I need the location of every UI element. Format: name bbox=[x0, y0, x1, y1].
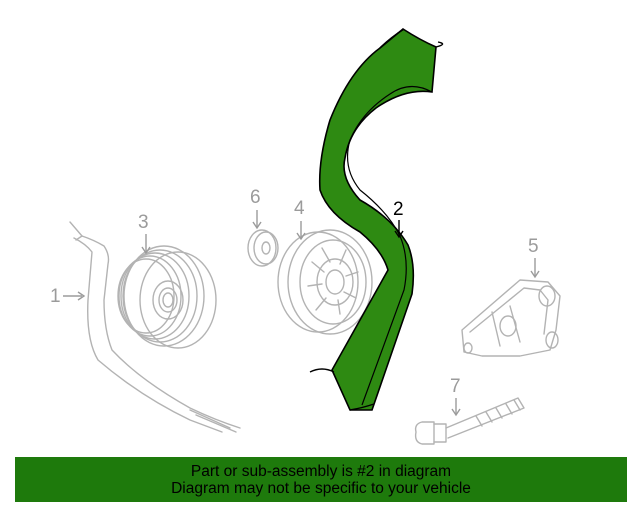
leader-5-arrow bbox=[530, 270, 540, 279]
callout-7: 7 bbox=[450, 376, 461, 397]
callout-1: 1 bbox=[50, 286, 61, 307]
part-info-banner: Part or sub-assembly is #2 in diagram Di… bbox=[15, 457, 627, 502]
callout-5: 5 bbox=[528, 236, 539, 257]
callout-3: 3 bbox=[138, 212, 149, 233]
callout-6: 6 bbox=[250, 187, 261, 208]
leader-6-arrow bbox=[252, 221, 262, 230]
grooved-pulley-part bbox=[117, 245, 217, 349]
engine-bracket-part bbox=[69, 221, 241, 433]
leader-7-arrow bbox=[451, 408, 461, 417]
banner-line-1: Part or sub-assembly is #2 in diagram bbox=[190, 462, 452, 480]
leader-2-arrow bbox=[394, 230, 404, 239]
callout-2: 2 bbox=[393, 199, 404, 220]
mounting-bracket-part bbox=[461, 279, 561, 357]
washer-part bbox=[247, 229, 279, 267]
leader-3-arrow bbox=[141, 246, 151, 255]
leader-1-arrow bbox=[77, 291, 86, 301]
idler-pulley-part bbox=[277, 229, 373, 335]
callout-4: 4 bbox=[294, 198, 305, 219]
leader-4-arrow bbox=[296, 232, 306, 241]
bolt-part bbox=[414, 397, 525, 445]
banner-line-2: Diagram may not be specific to your vehi… bbox=[171, 479, 471, 497]
serpentine-belt-part bbox=[309, 28, 444, 411]
